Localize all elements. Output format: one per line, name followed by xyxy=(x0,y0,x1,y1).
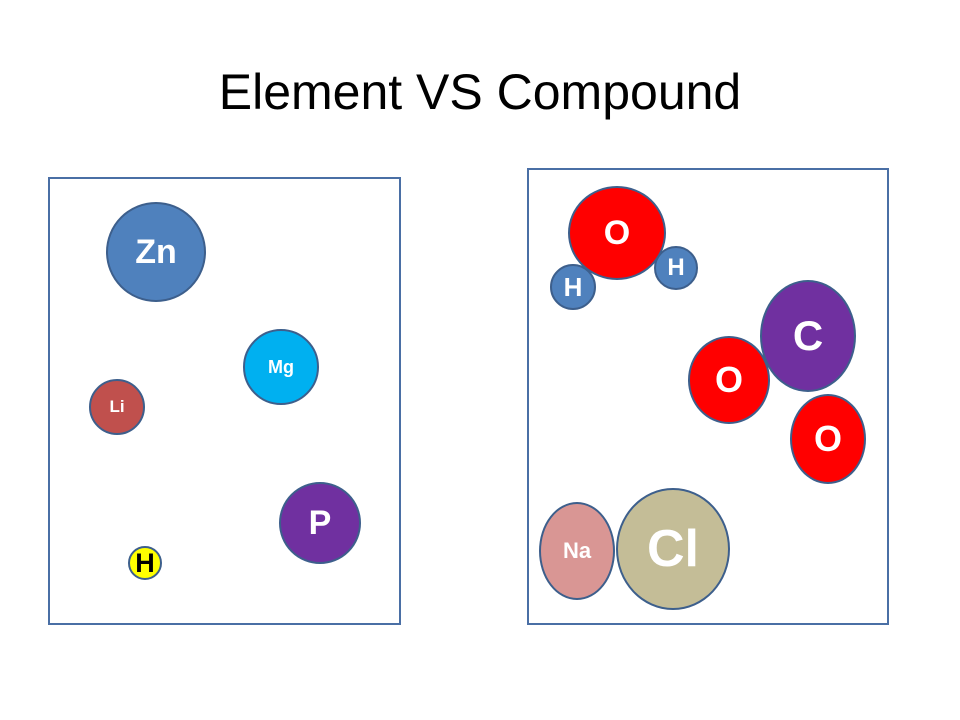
atom-symbol: O xyxy=(603,213,631,252)
atom-na: Na xyxy=(539,502,615,600)
atom-h: H xyxy=(128,546,162,580)
atom-mg: Mg xyxy=(243,329,319,405)
atom-p: P xyxy=(279,482,361,564)
atom-c: C xyxy=(760,280,856,392)
atom-symbol: H xyxy=(563,271,583,302)
atom-zn: Zn xyxy=(106,202,206,302)
atom-o: O xyxy=(688,336,770,424)
atom-symbol: H xyxy=(667,254,685,281)
atom-symbol: O xyxy=(813,418,842,459)
atom-symbol: Li xyxy=(109,397,125,416)
atom-symbol: O xyxy=(714,359,743,400)
atom-o: O xyxy=(568,186,666,280)
slide-title: Element VS Compound xyxy=(218,64,742,120)
atom-o: O xyxy=(790,394,866,484)
atom-h: H xyxy=(654,246,698,290)
atom-symbol: H xyxy=(135,547,155,578)
atom-symbol: Cl xyxy=(647,520,699,578)
atom-li: Li xyxy=(89,379,145,435)
atom-symbol: Mg xyxy=(268,356,294,377)
atom-symbol: C xyxy=(792,312,824,359)
atom-symbol: P xyxy=(308,503,332,542)
atom-cl: Cl xyxy=(616,488,730,610)
atom-symbol: Na xyxy=(562,538,592,563)
atom-h: H xyxy=(550,264,596,310)
atom-symbol: Zn xyxy=(135,232,177,271)
